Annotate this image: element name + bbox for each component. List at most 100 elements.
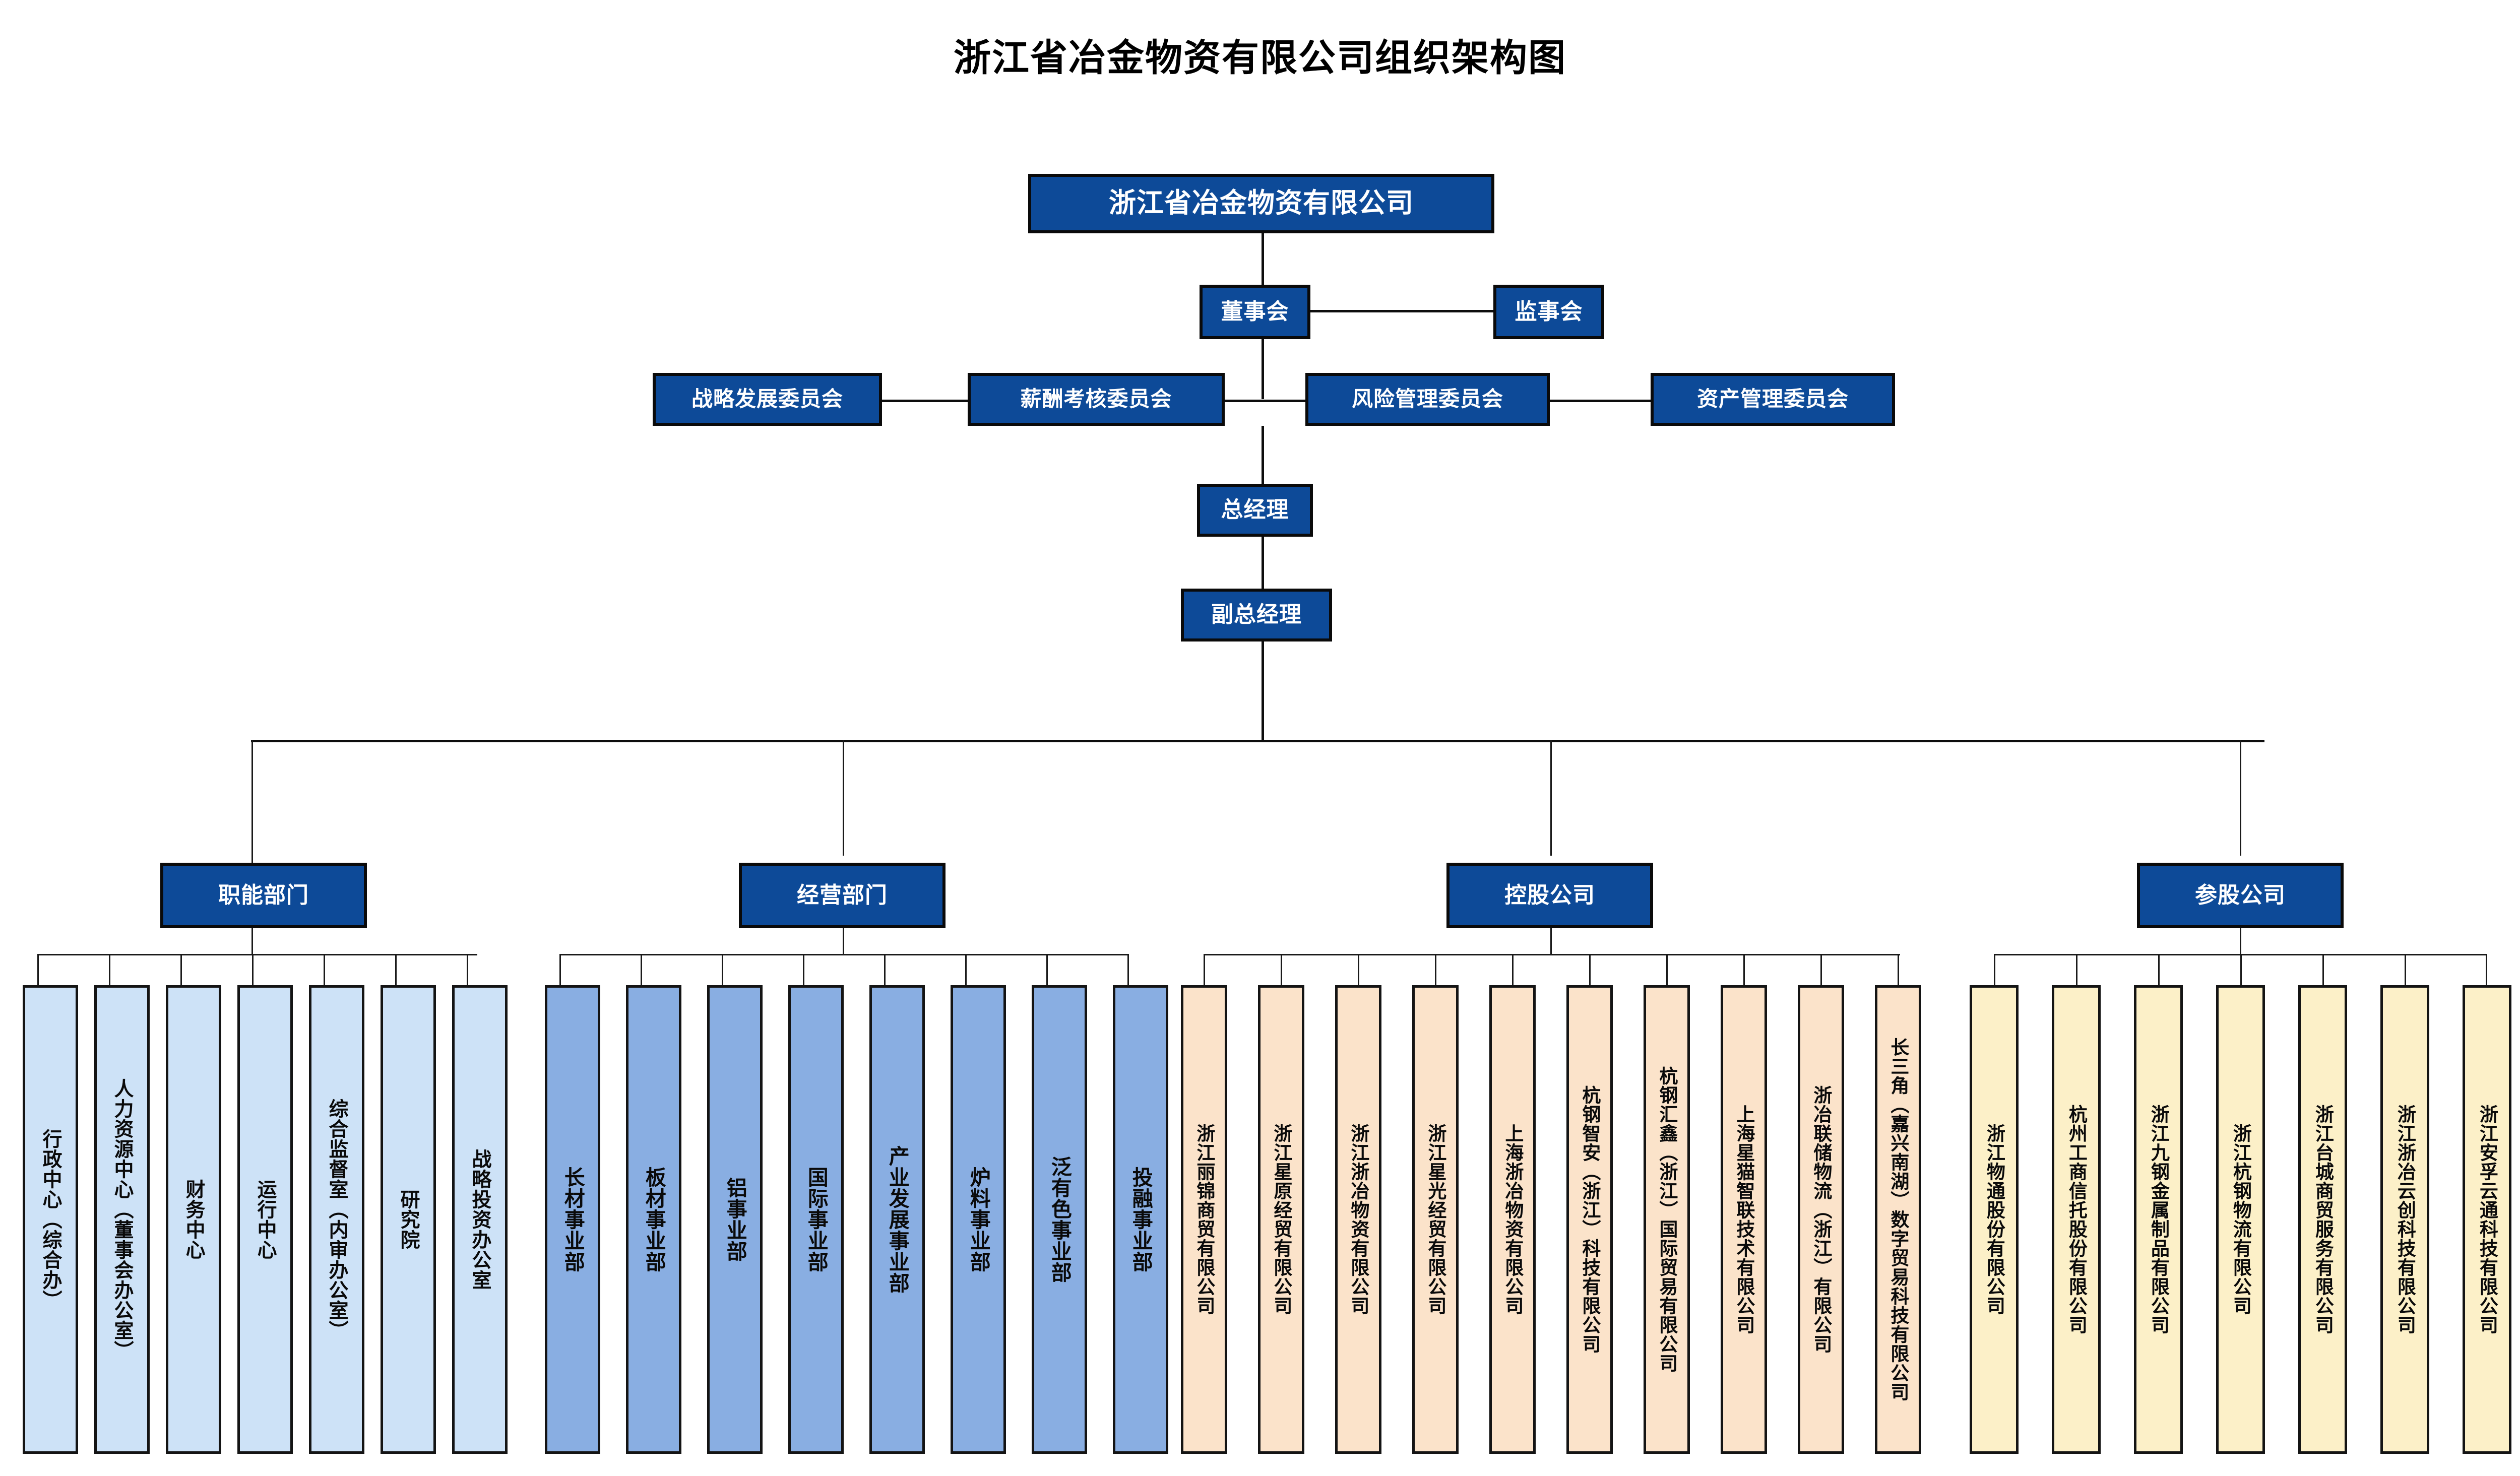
- connector-g2-leaf-5: [965, 954, 967, 987]
- leaf-functional-4[interactable]: 综合监督室（内审办公室）: [309, 985, 364, 1454]
- connector-gm-to-dgm: [1262, 537, 1264, 592]
- group-header-holding-companies[interactable]: 控股公司: [1446, 863, 1653, 928]
- connector-g2-leaf-1: [641, 954, 642, 987]
- connector-bus-to-group-4: [2240, 740, 2241, 856]
- connector-g4-leaf-2: [2158, 954, 2160, 987]
- leaf-label: 浙江九钢金属制品有限公司: [2148, 1105, 2169, 1334]
- connector-g3-leaf-4: [1512, 954, 1514, 987]
- leaf-label: 综合监督室（内审办公室）: [326, 1099, 348, 1340]
- leaf-functional-1[interactable]: 人力资源中心（董事会办公室）: [94, 985, 150, 1454]
- leaf-label: 杭州工商信托股份有限公司: [2066, 1105, 2087, 1334]
- connector-g2-leaf-3: [803, 954, 804, 987]
- leaf-business-4[interactable]: 产业发展事业部: [869, 985, 925, 1454]
- leaf-business-7[interactable]: 投融事业部: [1113, 985, 1168, 1454]
- leaf-label: 板材事业部: [642, 1167, 666, 1272]
- group-header-business-departments[interactable]: 经营部门: [739, 863, 946, 928]
- node-general-manager[interactable]: 总经理: [1197, 484, 1313, 537]
- connector-group-3-bus: [1204, 954, 1900, 955]
- leaf-label: 浙江星光经贸有限公司: [1425, 1124, 1446, 1315]
- leaf-holding-7[interactable]: 上海星猫智联技术有限公司: [1721, 985, 1767, 1454]
- leaf-business-1[interactable]: 板材事业部: [626, 985, 681, 1454]
- connector-root-to-board: [1262, 232, 1264, 287]
- group-header-functional-departments[interactable]: 职能部门: [160, 863, 367, 928]
- leaf-label: 浙江浙冶云创科技有限公司: [2395, 1105, 2416, 1334]
- leaf-participating-4[interactable]: 浙江台城商贸服务有限公司: [2298, 985, 2347, 1454]
- connector-committees-to-gm: [1262, 426, 1264, 486]
- leaf-functional-2[interactable]: 财务中心: [166, 985, 221, 1454]
- leaf-label: 研究院: [398, 1189, 419, 1250]
- leaf-holding-9[interactable]: 长三角（嘉兴南湖）数字贸易科技有限公司: [1875, 985, 1921, 1454]
- connector-committee-1-2: [882, 400, 968, 402]
- leaf-label: 浙江星原经贸有限公司: [1271, 1124, 1292, 1315]
- connector-g1-leaf-1: [109, 954, 110, 987]
- leaf-business-3[interactable]: 国际事业部: [788, 985, 844, 1454]
- connector-g1-leaf-6: [467, 954, 468, 987]
- node-board-of-supervisors[interactable]: 监事会: [1493, 285, 1604, 339]
- leaf-participating-3[interactable]: 浙江杭钢物流有限公司: [2216, 985, 2265, 1454]
- leaf-holding-5[interactable]: 杭钢智安（浙江）科技有限公司: [1566, 985, 1613, 1454]
- leaf-participating-5[interactable]: 浙江浙冶云创科技有限公司: [2380, 985, 2429, 1454]
- leaf-label: 国际事业部: [804, 1167, 828, 1272]
- leaf-business-6[interactable]: 泛有色事业部: [1032, 985, 1087, 1454]
- node-committee-compensation-assessment[interactable]: 薪酬考核委员会: [968, 373, 1225, 426]
- connector-g4-leaf-4: [2322, 954, 2324, 987]
- leaf-holding-6[interactable]: 杭钢汇鑫（浙江）国际贸易有限公司: [1644, 985, 1690, 1454]
- leaf-business-0[interactable]: 长材事业部: [545, 985, 600, 1454]
- leaf-functional-5[interactable]: 研究院: [381, 985, 436, 1454]
- group-header-participating-companies[interactable]: 参股公司: [2137, 863, 2344, 928]
- connector-g1-leaf-2: [180, 954, 182, 987]
- connector-group-2-bus: [559, 954, 1129, 955]
- leaf-participating-6[interactable]: 浙江安孚云通科技有限公司: [2463, 985, 2511, 1454]
- leaf-holding-0[interactable]: 浙江丽锦商贸有限公司: [1181, 985, 1227, 1454]
- connector-g4-leaf-1: [2076, 954, 2077, 987]
- leaf-functional-6[interactable]: 战略投资办公室: [452, 985, 508, 1454]
- connector-bus-to-group-2: [843, 740, 844, 856]
- connector-group-1-stem: [251, 927, 253, 955]
- leaf-participating-2[interactable]: 浙江九钢金属制品有限公司: [2134, 985, 2183, 1454]
- leaf-participating-1[interactable]: 杭州工商信托股份有限公司: [2052, 985, 2101, 1454]
- connector-g2-leaf-7: [1127, 954, 1129, 987]
- node-company-root[interactable]: 浙江省冶金物资有限公司: [1028, 174, 1494, 233]
- leaf-label: 浙江安孚云通科技有限公司: [2477, 1105, 2498, 1334]
- connector-group-4-stem: [2240, 927, 2241, 955]
- leaf-label: 炉料事业部: [967, 1167, 990, 1272]
- node-committee-strategic-development[interactable]: 战略发展委员会: [653, 373, 882, 426]
- leaf-holding-2[interactable]: 浙江浙冶物资有限公司: [1335, 985, 1381, 1454]
- connector-g2-leaf-2: [722, 954, 723, 987]
- connector-group-3-stem: [1550, 927, 1552, 955]
- leaf-label: 铝事业部: [723, 1177, 747, 1262]
- connector-board-to-committees: [1262, 339, 1264, 399]
- connector-g3-leaf-5: [1589, 954, 1591, 987]
- connector-g2-leaf-6: [1046, 954, 1048, 987]
- connector-board-to-supervisors: [1309, 310, 1496, 312]
- leaf-functional-3[interactable]: 运行中心: [237, 985, 293, 1454]
- connector-committee-2-3: [1225, 400, 1305, 402]
- connector-group-4-bus: [1994, 954, 2486, 955]
- connector-g3-leaf-9: [1898, 954, 1899, 987]
- leaf-label: 浙江台城商贸服务有限公司: [2312, 1105, 2334, 1334]
- leaf-business-5[interactable]: 炉料事业部: [951, 985, 1006, 1454]
- node-board-of-directors[interactable]: 董事会: [1200, 285, 1310, 339]
- node-committee-risk-management[interactable]: 风险管理委员会: [1305, 373, 1550, 426]
- node-committee-asset-management[interactable]: 资产管理委员会: [1651, 373, 1895, 426]
- connector-g1-leaf-5: [395, 954, 397, 987]
- leaf-label: 战略投资办公室: [469, 1149, 491, 1290]
- connector-g3-leaf-0: [1204, 954, 1205, 987]
- leaf-holding-3[interactable]: 浙江星光经贸有限公司: [1412, 985, 1459, 1454]
- leaf-label: 泛有色事业部: [1048, 1156, 1072, 1283]
- page-title: 浙江省冶金物资有限公司组织架构图: [954, 37, 1566, 79]
- leaf-label: 浙江丽锦商贸有限公司: [1193, 1124, 1215, 1315]
- leaf-holding-8[interactable]: 浙冶联储物流（浙江）有限公司: [1798, 985, 1844, 1454]
- leaf-label: 产业发展事业部: [886, 1145, 909, 1294]
- leaf-functional-0[interactable]: 行政中心（综合办）: [23, 985, 78, 1454]
- leaf-business-2[interactable]: 铝事业部: [707, 985, 763, 1454]
- leaf-holding-4[interactable]: 上海浙冶物资有限公司: [1489, 985, 1536, 1454]
- connector-group-2-stem: [843, 927, 844, 955]
- connector-g4-leaf-6: [2486, 954, 2487, 987]
- node-deputy-general-manager[interactable]: 副总经理: [1181, 589, 1332, 641]
- leaf-holding-1[interactable]: 浙江星原经贸有限公司: [1258, 985, 1304, 1454]
- connector-g2-leaf-4: [884, 954, 886, 987]
- connector-g4-leaf-0: [1994, 954, 1995, 987]
- leaf-participating-0[interactable]: 浙江物通股份有限公司: [1970, 985, 2019, 1454]
